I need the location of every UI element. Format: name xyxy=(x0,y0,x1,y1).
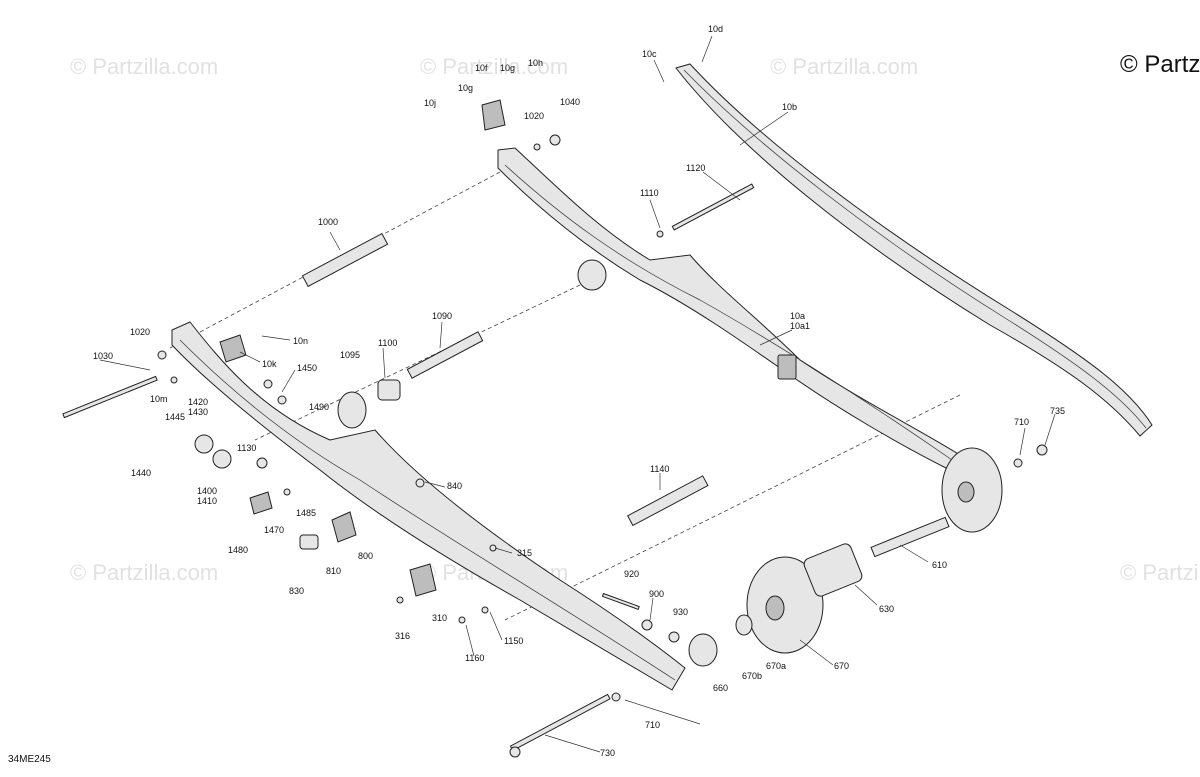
part-label: 1470 xyxy=(264,525,284,535)
part-label: 710 xyxy=(645,720,660,730)
wheel-1095 xyxy=(337,391,367,429)
part-label: 1100 xyxy=(378,338,397,348)
part-label: 10h xyxy=(528,58,543,68)
part-label: 610 xyxy=(932,560,947,570)
part-label: 1410 xyxy=(197,496,217,506)
part-label: 1420 xyxy=(188,397,208,407)
part-label: 1020 xyxy=(524,111,544,121)
watermark: © Partzilla.com xyxy=(70,54,218,79)
side-frame-left xyxy=(171,321,686,691)
part-label: 1400 xyxy=(197,486,217,496)
part-label: 1160 xyxy=(465,653,484,663)
part-label: 1095 xyxy=(340,350,360,360)
copyright-text: © Partz xyxy=(1120,51,1200,78)
part-label: 630 xyxy=(879,604,894,614)
part-label: 840 xyxy=(447,481,462,491)
part-label: 10a xyxy=(790,311,805,321)
part-label: 316 xyxy=(395,631,410,641)
part-label: 900 xyxy=(649,589,664,599)
spacer-630 xyxy=(803,543,863,597)
watermark: © Partzilla.com xyxy=(770,54,918,79)
watermark: © Partzilla.com xyxy=(70,560,218,585)
part-label: 1110 xyxy=(640,188,659,198)
part-label: 10d xyxy=(708,24,723,34)
part-label: 1490 xyxy=(309,402,329,412)
watermark: © Partzilla.com xyxy=(420,54,568,79)
part-label: 730 xyxy=(600,748,615,758)
part-label: 670a xyxy=(766,661,786,671)
part-label: 920 xyxy=(624,569,639,579)
wheels xyxy=(337,259,1003,667)
leader-lines xyxy=(99,35,1056,753)
part-label: 10b xyxy=(782,102,797,112)
part-label: 10n xyxy=(293,336,308,346)
part-label: 735 xyxy=(1050,406,1065,416)
idler-wheel xyxy=(577,259,607,291)
part-label: 930 xyxy=(673,607,688,617)
part-label: 10k xyxy=(262,359,277,369)
part-label: 10g xyxy=(458,83,473,93)
shafts xyxy=(62,183,950,752)
part-label: 310 xyxy=(432,613,447,623)
part-label: 800 xyxy=(358,551,373,561)
part-label: 1040 xyxy=(560,97,580,107)
diagram-code: 34ME245 xyxy=(8,754,51,765)
part-label: 10f xyxy=(475,63,488,73)
part-label: 1450 xyxy=(297,363,317,373)
part-label: 10g xyxy=(500,63,515,73)
hardware xyxy=(157,99,1048,758)
part-label: 10j xyxy=(424,98,436,108)
part-label: 1140 xyxy=(650,464,669,474)
part-label: 10m xyxy=(150,394,168,404)
part-label: 1130 xyxy=(237,443,256,453)
part-label: 1430 xyxy=(188,407,208,417)
watermarks: © Partzilla.com © Partzilla.com © Partzi… xyxy=(70,54,1200,585)
part-label: 710 xyxy=(1014,417,1029,427)
wheel-670 xyxy=(746,556,824,654)
part-label: 1090 xyxy=(432,311,452,321)
part-label: 1000 xyxy=(318,217,338,227)
watermark: © Partzilla.com xyxy=(1120,560,1200,585)
part-label: 10c xyxy=(642,49,657,59)
part-label: 1445 xyxy=(165,412,185,422)
part-label: 10a1 xyxy=(790,321,810,331)
part-label: 1030 xyxy=(93,351,113,361)
part-label: 1485 xyxy=(296,508,316,518)
part-label: 1120 xyxy=(686,163,705,173)
part-label: 1150 xyxy=(504,636,523,646)
part-label: 1480 xyxy=(228,545,248,555)
part-label: 670 xyxy=(834,661,849,671)
slide-rail-10b xyxy=(675,63,1153,437)
part-label: 830 xyxy=(289,586,304,596)
part-label: 810 xyxy=(326,566,341,576)
part-label: 1440 xyxy=(131,468,151,478)
part-labels: 10d 10c 10f 10g 10h 10g 10j 1040 1020 10… xyxy=(93,24,1065,758)
part-label: 670b xyxy=(742,671,762,681)
part-label: 660 xyxy=(713,683,728,693)
part-label: 315 xyxy=(517,548,532,558)
part-label: 1020 xyxy=(130,327,150,337)
